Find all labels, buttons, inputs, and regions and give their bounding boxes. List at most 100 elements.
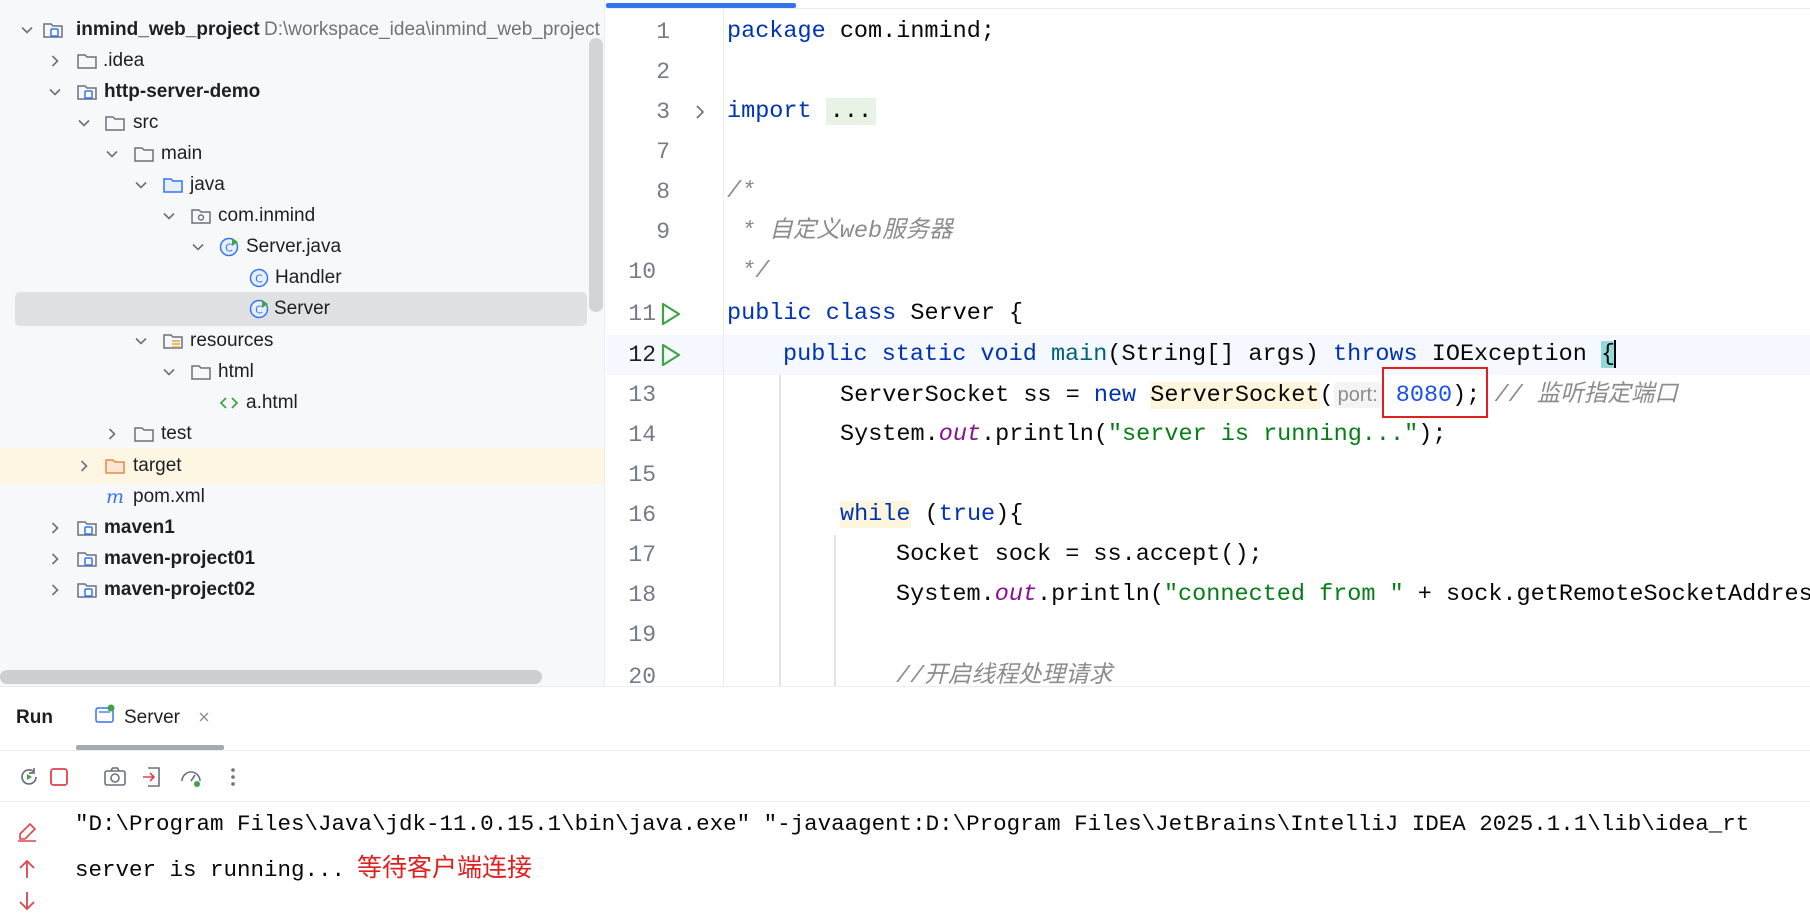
code-text: public class Server { bbox=[727, 294, 1023, 334]
folder-icon bbox=[133, 143, 155, 165]
up-arrow-icon[interactable] bbox=[12, 854, 42, 884]
code-token: ); bbox=[1418, 421, 1447, 448]
run-gutter-icon[interactable] bbox=[656, 300, 684, 328]
chevron-down-icon[interactable] bbox=[48, 85, 62, 99]
comment: //开启线程处理请求 bbox=[896, 663, 1113, 686]
code-token: Server { bbox=[896, 300, 1024, 327]
module-icon bbox=[76, 81, 98, 103]
chevron-right-icon[interactable] bbox=[48, 521, 62, 535]
parameter-hint: port: bbox=[1333, 382, 1382, 408]
svg-text:C: C bbox=[255, 273, 263, 286]
import-icon[interactable] bbox=[137, 762, 167, 792]
number-literal: 8080 bbox=[1395, 382, 1453, 409]
chevron-right-icon[interactable] bbox=[48, 54, 62, 68]
code-token: com.inmind; bbox=[825, 18, 995, 45]
clear-console-icon[interactable] bbox=[12, 817, 42, 847]
tree-node-label: com.inmind bbox=[218, 205, 316, 226]
tree-node-com-inmind[interactable]: com.inmind bbox=[0, 198, 604, 234]
chevron-down-icon[interactable] bbox=[162, 209, 176, 223]
tree-node-label: main bbox=[161, 143, 203, 164]
tree-node-maven-project01[interactable]: maven-project01 bbox=[0, 541, 604, 577]
keyword: while bbox=[840, 501, 911, 528]
chevron-down-icon[interactable] bbox=[191, 240, 205, 254]
line-number: 7 bbox=[656, 139, 670, 165]
tree-node-maven-project02[interactable]: maven-project02 bbox=[0, 572, 604, 608]
module-icon bbox=[76, 517, 98, 539]
code-text: while (true){ bbox=[840, 495, 1023, 535]
java-file-icon: C bbox=[218, 236, 240, 258]
folder-icon bbox=[104, 112, 126, 134]
code-editor[interactable]: 1 package com.inmind; 2 3 import ... 7 8… bbox=[606, 0, 1810, 686]
chevron-down-icon[interactable] bbox=[162, 365, 176, 379]
tree-node-main[interactable]: main bbox=[0, 136, 604, 172]
tree-node-label: http-server-demo bbox=[104, 81, 261, 102]
chevron-down-icon[interactable] bbox=[105, 147, 119, 161]
more-options-icon[interactable] bbox=[218, 762, 248, 792]
tree-node-maven1[interactable]: maven1 bbox=[0, 510, 604, 546]
fold-expand-icon[interactable] bbox=[692, 104, 708, 120]
camera-icon[interactable] bbox=[100, 762, 130, 792]
chevron-down-icon[interactable] bbox=[20, 23, 34, 37]
stop-icon[interactable] bbox=[44, 762, 74, 792]
source-folder-icon bbox=[162, 174, 184, 196]
code-line: 12 public static void main(String[] args… bbox=[606, 335, 1810, 375]
comment: */ bbox=[727, 258, 770, 285]
tree-node-resources[interactable]: resources bbox=[0, 323, 604, 359]
tree-node-server-class[interactable]: C Server bbox=[0, 291, 604, 327]
line-number: 1 bbox=[656, 19, 670, 45]
tree-node-java[interactable]: java bbox=[0, 167, 604, 203]
excluded-folder-icon bbox=[104, 455, 126, 477]
tree-node-root[interactable]: inmind_web_project D:\workspace_idea\inm… bbox=[0, 12, 604, 48]
folder-icon bbox=[190, 361, 212, 383]
svg-text:C: C bbox=[255, 304, 263, 317]
keyword: true bbox=[938, 501, 996, 528]
tree-vertical-scrollbar[interactable] bbox=[589, 38, 603, 312]
resources-folder-icon bbox=[162, 330, 184, 352]
tree-node-label: inmind_web_project bbox=[76, 19, 260, 40]
tree-node-src[interactable]: src bbox=[0, 105, 604, 141]
chevron-down-icon[interactable] bbox=[77, 116, 91, 130]
annotation-highlight-box bbox=[1382, 367, 1488, 418]
line-number: 11 bbox=[628, 301, 656, 327]
code-line: 9 * 自定义web服务器 bbox=[606, 212, 1810, 252]
tree-node-target[interactable]: target bbox=[0, 448, 604, 484]
line-number: 2 bbox=[656, 59, 670, 85]
run-gutter-icon[interactable] bbox=[656, 341, 684, 369]
project-tree-panel: inmind_web_project D:\workspace_idea\inm… bbox=[0, 0, 605, 686]
method-name: main bbox=[1050, 341, 1108, 368]
chevron-down-icon[interactable] bbox=[134, 178, 148, 192]
folded-imports[interactable]: ... bbox=[825, 98, 877, 125]
tree-node-pom-xml[interactable]: m pom.xml bbox=[0, 479, 604, 515]
keyword: public class bbox=[727, 300, 897, 327]
tree-node-server-java[interactable]: C Server.java bbox=[0, 229, 604, 265]
chevron-right-icon[interactable] bbox=[77, 459, 91, 473]
profiler-icon[interactable] bbox=[176, 762, 206, 792]
tree-node-html-folder[interactable]: html bbox=[0, 354, 604, 390]
module-icon bbox=[76, 579, 98, 601]
down-arrow-icon[interactable] bbox=[12, 886, 42, 916]
chevron-right-icon[interactable] bbox=[105, 427, 119, 441]
tree-node-http-server-demo[interactable]: http-server-demo bbox=[0, 74, 604, 110]
rerun-icon[interactable] bbox=[14, 762, 44, 792]
keyword: public static void bbox=[783, 341, 1037, 368]
tree-node-handler[interactable]: C Handler bbox=[0, 260, 604, 296]
comment: /* bbox=[727, 178, 756, 205]
code-token: System. bbox=[896, 581, 995, 608]
code-line: 15 bbox=[606, 455, 1810, 495]
chevron-right-icon[interactable] bbox=[48, 583, 62, 597]
tree-horizontal-scrollbar[interactable] bbox=[0, 670, 542, 684]
console-output-line: server is running...等待客户端连接 bbox=[75, 848, 532, 884]
close-icon[interactable] bbox=[198, 707, 210, 729]
code-line: 17 Socket sock = ss.accept(); bbox=[606, 535, 1810, 575]
text-caret bbox=[1614, 339, 1617, 368]
string-literal: "connected from " bbox=[1163, 581, 1404, 608]
main-class-icon: C bbox=[248, 298, 270, 320]
chevron-down-icon[interactable] bbox=[134, 334, 148, 348]
tree-node-idea[interactable]: .idea bbox=[0, 43, 604, 79]
chevron-right-icon[interactable] bbox=[48, 552, 62, 566]
run-tab-server[interactable]: Server bbox=[94, 703, 210, 733]
tree-node-label: maven-project01 bbox=[104, 548, 256, 569]
tree-node-a-html[interactable]: a.html bbox=[0, 385, 604, 421]
tree-node-label: src bbox=[133, 112, 159, 133]
tree-node-test[interactable]: test bbox=[0, 416, 604, 452]
